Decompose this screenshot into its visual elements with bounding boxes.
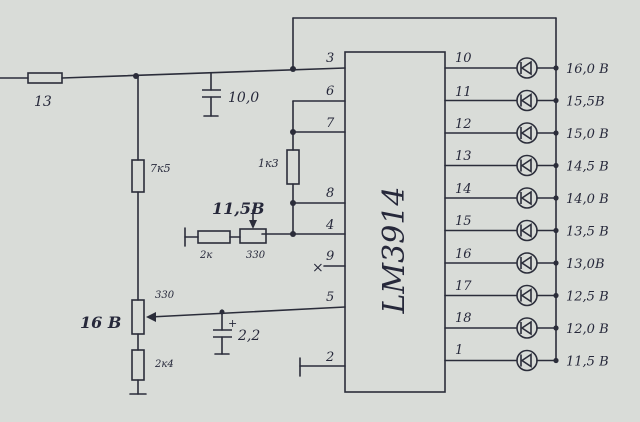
led-voltage-label: 12,0 B xyxy=(566,322,609,337)
led-voltage-label: 14,5 B xyxy=(566,160,609,175)
led-diode-triangle xyxy=(520,158,532,173)
led-voltage-label: 11,5 B xyxy=(566,355,609,370)
pot-ref-value: 330 xyxy=(246,250,266,261)
pin-10: 10 xyxy=(455,51,472,66)
pin-6: 6 xyxy=(326,84,334,99)
led-diode-triangle xyxy=(520,60,532,76)
led-diode-triangle xyxy=(520,353,532,368)
led-icon xyxy=(516,349,538,372)
led-icon xyxy=(516,154,538,177)
wiper-arrow-ref xyxy=(249,220,257,229)
pin-8: 8 xyxy=(326,186,334,201)
led-voltage-label: 13,0B xyxy=(566,257,605,272)
wire-pin5 xyxy=(149,306,346,318)
resistor-2k-label: 2к xyxy=(199,250,212,261)
resistor-2k4-label: 2к4 xyxy=(154,359,174,370)
led-bus-node xyxy=(553,65,559,71)
led-ladder: 16,0 B 15,5B 15,0 B 14,5 B 14,0 B 13,5 B 13,0B… xyxy=(444,57,609,372)
led-icon xyxy=(516,89,538,112)
resistor-1k3-label: 1к3 xyxy=(258,157,279,170)
pin-17: 17 xyxy=(455,279,472,294)
led-voltage-label: 12,5 B xyxy=(566,290,609,305)
pin-7: 7 xyxy=(326,116,335,131)
led-bus-node xyxy=(553,260,559,266)
pot-main-value: 330 xyxy=(155,290,175,301)
cap-top-label: 10,0 xyxy=(228,90,259,106)
pin-1: 1 xyxy=(455,343,463,358)
led-bus-node xyxy=(553,292,559,299)
fuse xyxy=(27,72,63,84)
led-bus-node xyxy=(553,357,559,364)
led-bus-node xyxy=(553,227,559,234)
resistor-7k5-label: 7к5 xyxy=(150,162,171,175)
led-voltage-label: 15,5B xyxy=(566,95,605,110)
pin-11: 11 xyxy=(455,85,472,100)
pin-12: 12 xyxy=(455,117,472,132)
resistor-7k5 xyxy=(131,159,145,193)
pin-9: 9 xyxy=(326,249,334,264)
pin-2: 2 xyxy=(325,350,334,365)
resistor-2k4 xyxy=(131,349,145,381)
led-voltage-label: 15,0 B xyxy=(566,127,609,142)
nc-mark: × xyxy=(312,260,324,276)
pot-ref-label: 11,5B xyxy=(212,199,265,218)
led-icon xyxy=(516,122,538,144)
pin-16: 16 xyxy=(455,247,472,262)
supply-wire xyxy=(61,67,346,79)
led-diode-triangle xyxy=(520,223,532,238)
led-icon xyxy=(516,187,538,209)
led-voltage-label: 16,0 B xyxy=(566,62,609,77)
pin-13: 13 xyxy=(455,149,472,164)
fuse-label: 13 xyxy=(34,94,52,110)
led-bus-node xyxy=(553,130,559,136)
led-diode-triangle xyxy=(520,320,532,336)
led-icon xyxy=(516,284,538,307)
ic-label: LM3914 xyxy=(377,187,412,315)
led-diode-triangle xyxy=(520,255,532,271)
resistor-1k3 xyxy=(286,149,300,185)
ic-body xyxy=(344,51,446,393)
pin-15: 15 xyxy=(455,214,472,229)
led-icon xyxy=(516,219,538,242)
pin-14: 14 xyxy=(455,182,472,197)
cap-bottom-plus: + xyxy=(228,317,237,330)
led-voltage-label: 13,5 B xyxy=(566,225,609,240)
pot-main xyxy=(131,299,145,335)
led-bus-node xyxy=(553,97,559,104)
resistor-2k xyxy=(197,230,231,244)
led-bus-node xyxy=(553,325,559,331)
led-diode-triangle xyxy=(520,190,532,206)
led-icon xyxy=(516,317,538,339)
led-diode-triangle xyxy=(520,93,532,108)
led-bus-node xyxy=(553,195,559,201)
led-icon xyxy=(516,252,538,274)
cap-bottom-label: 2,2 xyxy=(237,328,260,344)
wiper-arrow-main xyxy=(146,312,156,322)
led-diode-triangle xyxy=(520,288,532,303)
pin-18: 18 xyxy=(455,311,472,326)
pin-4: 4 xyxy=(325,218,334,233)
pin-5: 5 xyxy=(326,290,334,305)
led-voltage-label: 14,0 B xyxy=(566,192,609,207)
pot-main-label: 16 B xyxy=(80,313,121,332)
led-icon xyxy=(516,57,538,79)
pin-3: 3 xyxy=(326,51,334,66)
led-bus-node xyxy=(553,162,559,169)
led-diode-triangle xyxy=(520,125,532,141)
pot-ref xyxy=(239,228,267,244)
